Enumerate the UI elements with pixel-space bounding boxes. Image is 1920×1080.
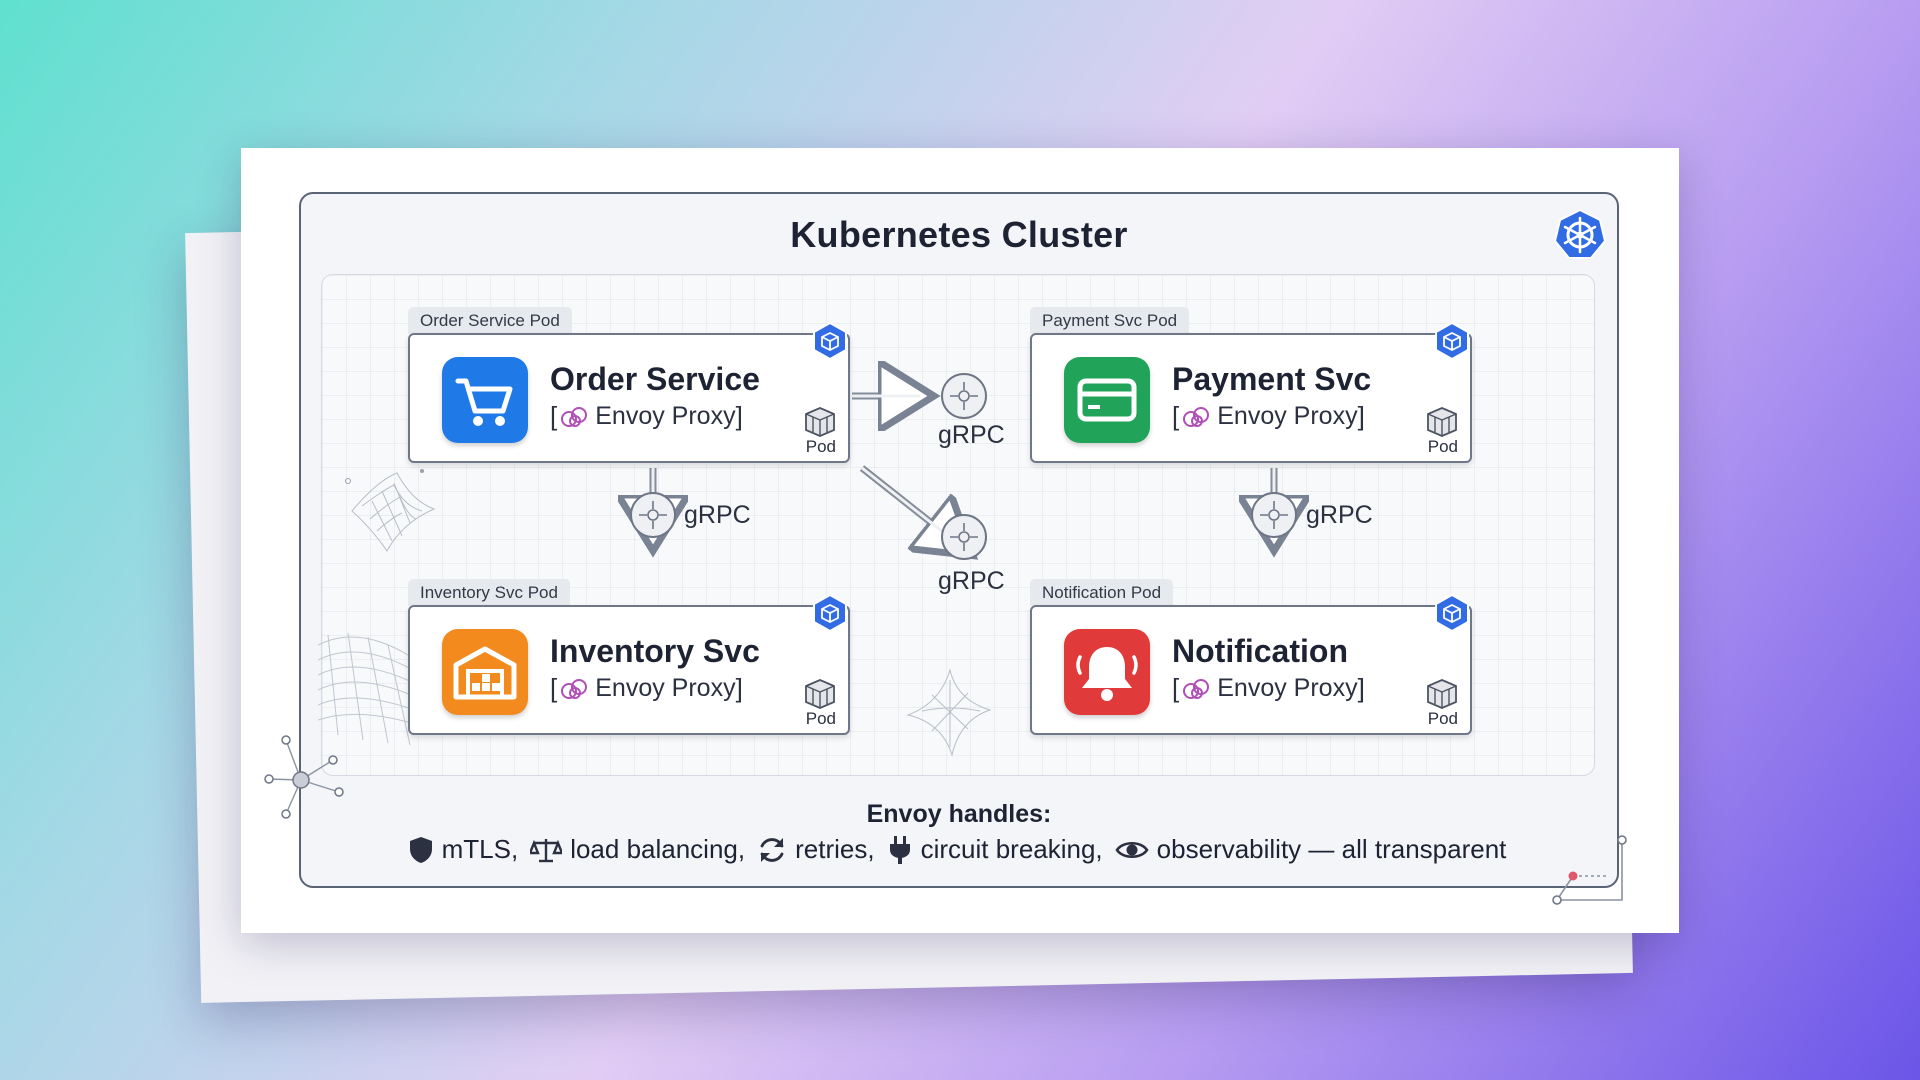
pod-box-icon xyxy=(805,407,835,437)
cube-badge-icon xyxy=(813,321,847,361)
refresh-icon xyxy=(760,837,784,862)
warehouse-icon xyxy=(442,629,528,715)
envoy-handles-list: mTLS, load balancing, retr xyxy=(301,834,1617,865)
shield-icon xyxy=(409,836,432,863)
connection-label-order-payment: gRPC xyxy=(938,421,1005,449)
pod-name-notification: Notification xyxy=(1172,633,1348,669)
plug-icon xyxy=(889,835,910,864)
circuit-decoration-icon xyxy=(1552,835,1627,905)
pod-tag-notification: Notification Pod xyxy=(1030,579,1174,606)
connection-label-order-inventory: gRPC xyxy=(684,501,751,529)
envoy-proxy-label: [ Envoy Proxy] xyxy=(550,673,743,703)
eye-icon xyxy=(1115,841,1149,858)
cart-icon xyxy=(442,357,528,443)
pod-card-payment-svc[interactable]: Payment Svc [ Envoy Proxy] Pod xyxy=(1030,321,1472,463)
pod-card-inventory-svc[interactable]: Inventory Svc [ Envoy Proxy] Pod xyxy=(408,593,850,735)
cluster-inner-area: gRPC gRPC gRPC gRPC Order Service Pod Or… xyxy=(318,274,1596,776)
scales-icon xyxy=(530,838,563,862)
pod-label: Pod xyxy=(1427,709,1458,728)
envoy-proxy-label: [ Envoy Proxy] xyxy=(1172,401,1365,431)
envoy-handles-title: Envoy handles: xyxy=(866,800,1052,828)
pod-name-inventory: Inventory Svc xyxy=(550,633,760,669)
mesh-decoration-icon xyxy=(345,469,436,552)
bell-icon xyxy=(1064,629,1150,715)
pod-name-order: Order Service xyxy=(550,361,760,397)
network-nodes-decoration-icon xyxy=(264,735,344,819)
handles-item-observability: observability — all transparent xyxy=(1115,834,1506,865)
cluster-title: Kubernetes Cluster xyxy=(790,214,1128,255)
pod-box-icon xyxy=(1427,407,1457,437)
connection-label-order-notification: gRPC xyxy=(938,567,1005,595)
pod-tag-inventory: Inventory Svc Pod xyxy=(408,579,570,606)
kubernetes-helm-icon xyxy=(1553,208,1607,259)
envoy-logo-icon xyxy=(1183,406,1210,427)
cube-badge-icon xyxy=(813,593,847,633)
kubernetes-cluster-frame: Kubernetes Cluster xyxy=(264,192,1619,888)
pod-card-order-service[interactable]: Order Service [ Envoy Proxy] Pod xyxy=(408,321,850,463)
pod-box-icon xyxy=(805,679,835,709)
envoy-proxy-label: [ Envoy Proxy] xyxy=(550,401,743,431)
mesh-decoration-icon xyxy=(906,668,992,757)
envoy-logo-icon xyxy=(1183,678,1210,699)
connection-label-payment-notification: gRPC xyxy=(1306,501,1373,529)
pod-box-icon xyxy=(1427,679,1457,709)
pod-tag-order: Order Service Pod xyxy=(408,307,572,334)
handles-item-retries: retries, xyxy=(757,834,875,865)
pod-label: Pod xyxy=(805,709,836,728)
credit-card-icon xyxy=(1064,357,1150,443)
envoy-logo-icon xyxy=(561,406,588,427)
envoy-logo-icon xyxy=(561,678,588,699)
diagram-card: Kubernetes Cluster xyxy=(241,148,1679,933)
cube-badge-icon xyxy=(1435,321,1469,361)
handles-item-circuit-breaking: circuit breaking, xyxy=(887,834,1103,865)
envoy-proxy-label: [ Envoy Proxy] xyxy=(1172,673,1365,703)
pod-label: Pod xyxy=(805,437,836,456)
pod-name-payment: Payment Svc xyxy=(1172,361,1372,397)
handles-item-load-balancing: load balancing, xyxy=(530,834,745,865)
pod-tag-payment: Payment Svc Pod xyxy=(1030,307,1190,334)
handles-item-mtls: mTLS, xyxy=(408,834,518,865)
pod-label: Pod xyxy=(1427,437,1458,456)
connection-lines xyxy=(322,275,1596,560)
cube-badge-icon xyxy=(1435,593,1469,633)
pod-card-notification[interactable]: Notification [ Envoy Proxy] Pod xyxy=(1030,593,1472,735)
